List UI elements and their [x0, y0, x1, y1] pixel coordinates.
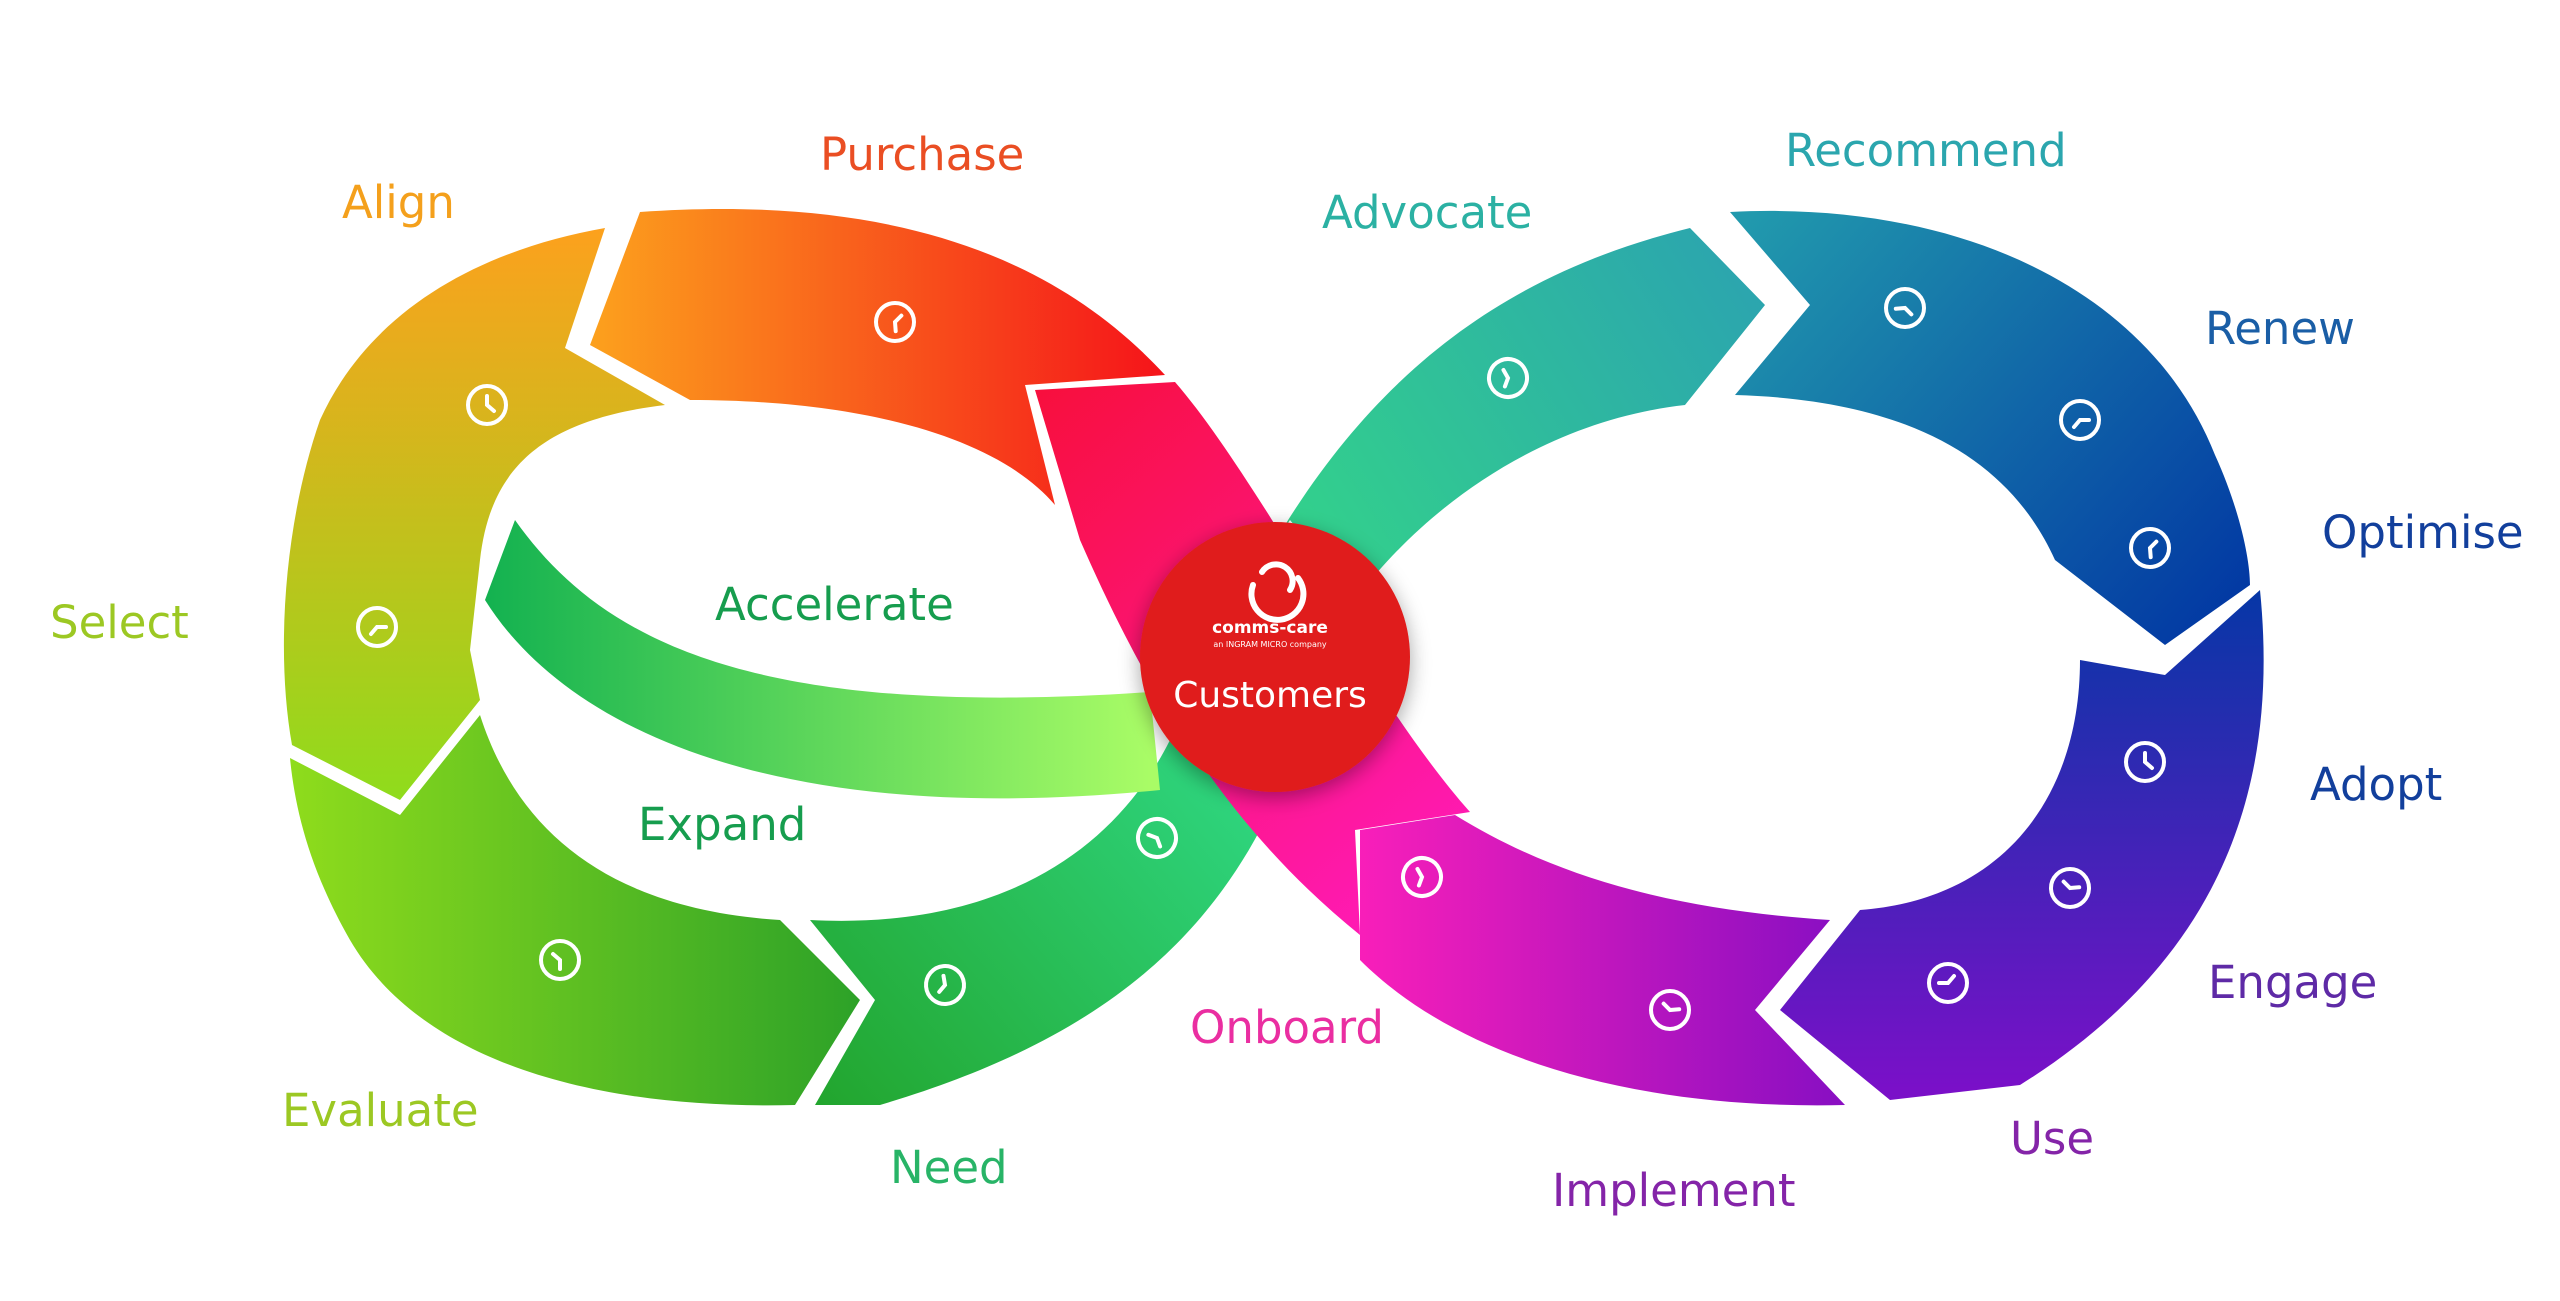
customers-hub	[1140, 522, 1410, 792]
clock-icon	[356, 606, 398, 648]
clock-icon	[2049, 867, 2091, 909]
segment-purchase	[590, 208, 1165, 506]
comms-care-brand-name: comms-care	[1212, 618, 1328, 638]
comms-care-logo-icon	[1248, 561, 1307, 623]
clock-icon	[2059, 399, 2101, 441]
label-purchase: Purchase	[820, 128, 1025, 181]
clock-icon	[1487, 357, 1529, 399]
comms-care-brand-subtitle: an INGRAM MICRO company	[1213, 640, 1327, 649]
segment-advocate	[1270, 228, 1765, 600]
clock-icon	[1884, 287, 1926, 329]
clock-icon	[539, 939, 581, 981]
clock-icon	[466, 384, 508, 426]
clock-icon	[1401, 856, 1443, 898]
label-accelerate: Accelerate	[715, 578, 954, 631]
clock-icon	[2129, 527, 2171, 569]
label-evaluate: Evaluate	[282, 1084, 479, 1137]
segment-recommend	[1730, 210, 2250, 646]
label-renew: Renew	[2205, 302, 2355, 355]
clock-icon	[924, 964, 966, 1006]
segment-align	[283, 228, 665, 800]
label-implement: Implement	[1552, 1164, 1796, 1217]
segment-need	[810, 740, 1275, 1105]
label-advocate: Advocate	[1322, 186, 1533, 239]
label-optimise: Optimise	[2322, 506, 2524, 559]
segment-accelerate	[485, 520, 1160, 799]
label-align: Align	[342, 176, 455, 229]
label-use: Use	[2010, 1112, 2095, 1165]
clock-icon	[874, 301, 916, 343]
label-expand: Expand	[638, 798, 807, 851]
clock-icon	[1649, 989, 1691, 1031]
clock-icon	[2124, 741, 2166, 783]
label-recommend: Recommend	[1785, 124, 2067, 177]
segment-implement	[1360, 815, 1845, 1106]
segment-evaluate	[290, 715, 860, 1106]
clock-icon	[1927, 962, 1969, 1004]
segment-adopt	[1780, 590, 2264, 1100]
segment-icons	[356, 287, 2171, 1031]
label-adopt: Adopt	[2310, 758, 2443, 811]
clock-icon	[1136, 817, 1178, 859]
label-need: Need	[890, 1141, 1008, 1194]
label-engage: Engage	[2208, 956, 2378, 1009]
label-select: Select	[50, 596, 189, 649]
label-onboard: Onboard	[1190, 1001, 1384, 1054]
hub-label: Customers	[1173, 675, 1367, 716]
